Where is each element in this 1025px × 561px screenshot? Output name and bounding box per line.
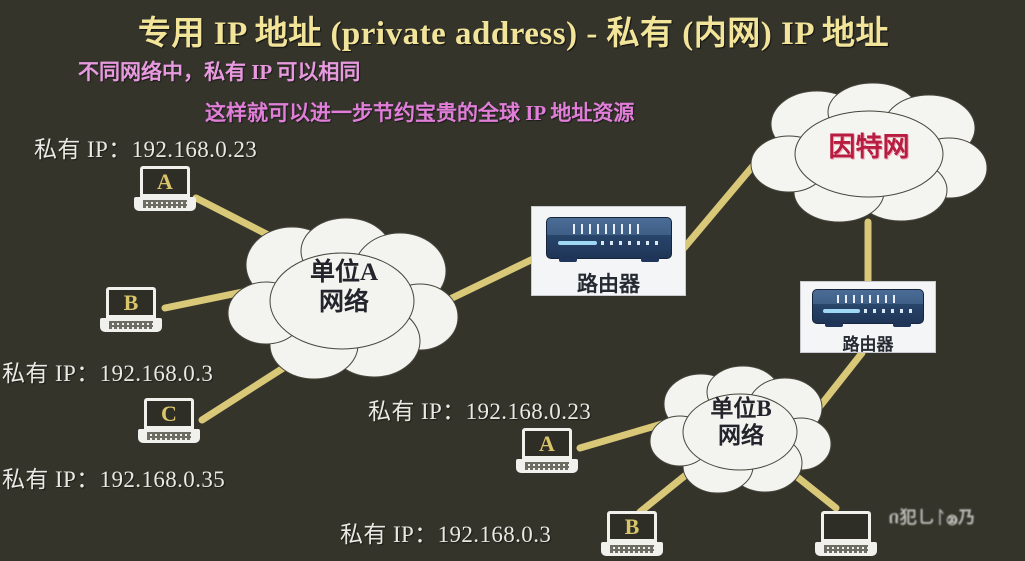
- ip-label-unit-b-host-a: 私有 IP：192.168.0.23: [368, 399, 592, 424]
- laptop-keyboard: [610, 545, 654, 553]
- subtitle-line-2: 这样就可以进一步节约宝贵的全球 IP 地址资源: [205, 101, 635, 125]
- router-foot-left: [558, 258, 577, 262]
- cloud-internet: 因特网: [745, 80, 993, 225]
- router-vents: [837, 294, 899, 304]
- laptop-screen-glyph: B: [123, 289, 139, 315]
- laptop-screen: C: [144, 398, 194, 429]
- laptop-screen: B: [607, 511, 657, 542]
- laptop-keyboard: [147, 432, 191, 440]
- ip-label-unit-b-host-b: 私有 IP：192.168.0.3: [340, 522, 552, 547]
- laptop-keyboard: [109, 321, 153, 329]
- laptop-keyboard: [525, 462, 569, 470]
- router-status-bar: [822, 309, 861, 314]
- laptop-screen-glyph: B: [624, 513, 640, 539]
- laptop-screen: B: [106, 287, 156, 318]
- subtitle-line-1: 不同网络中，私有 IP 可以相同: [78, 60, 361, 84]
- laptop-unit-a-host-b: B: [100, 287, 162, 335]
- laptop-unit-b-host-a: A: [516, 428, 578, 476]
- cloud-unit-a-network: 单位A 网络: [222, 213, 466, 386]
- router-internet-right: 路由器: [800, 281, 936, 354]
- laptop-unit-a-host-c: C: [138, 398, 200, 446]
- laptop-screen-glyph: A: [539, 430, 555, 456]
- router-foot-left: [825, 323, 843, 327]
- router-led-row: [863, 309, 915, 314]
- router-foot-right: [893, 323, 911, 327]
- laptop-screen: A: [522, 428, 572, 459]
- ip-label-unit-a-host-b: 私有 IP：192.168.0.3: [2, 361, 214, 386]
- page-title: 专用 IP 地址 (private address) - 私有 (内网) IP …: [138, 16, 889, 52]
- router-right-label: 路由器: [842, 335, 894, 354]
- laptop-unit-b-host-b: B: [601, 511, 663, 559]
- router-led-row: [601, 241, 661, 246]
- laptop-screen: [821, 511, 871, 542]
- router-foot-right: [640, 258, 659, 262]
- ip-label-unit-a-host-a: 私有 IP：192.168.0.23: [34, 137, 258, 162]
- cloud-unit-b-network: 单位B 网络: [645, 362, 837, 498]
- router-status-bar: [557, 241, 598, 246]
- laptop-screen-glyph: C: [161, 400, 177, 426]
- router-internet-left: 路由器: [531, 206, 686, 296]
- laptop-screen: A: [140, 166, 190, 197]
- router-left-label: 路由器: [577, 272, 640, 296]
- laptop-unit-b-host-unlabeled: [815, 511, 877, 559]
- laptop-screen-glyph: A: [157, 168, 173, 194]
- router-device-icon: [812, 289, 924, 327]
- laptop-unit-a-host-a: A: [134, 166, 196, 214]
- router-vents: [572, 223, 645, 234]
- router-device-icon: [545, 217, 672, 262]
- laptop-keyboard: [824, 545, 868, 553]
- watermark-text: በ犯乚ᛚ⑳乃: [889, 508, 977, 527]
- ip-label-unit-a-host-c: 私有 IP：192.168.0.35: [2, 467, 226, 492]
- laptop-keyboard: [143, 200, 187, 208]
